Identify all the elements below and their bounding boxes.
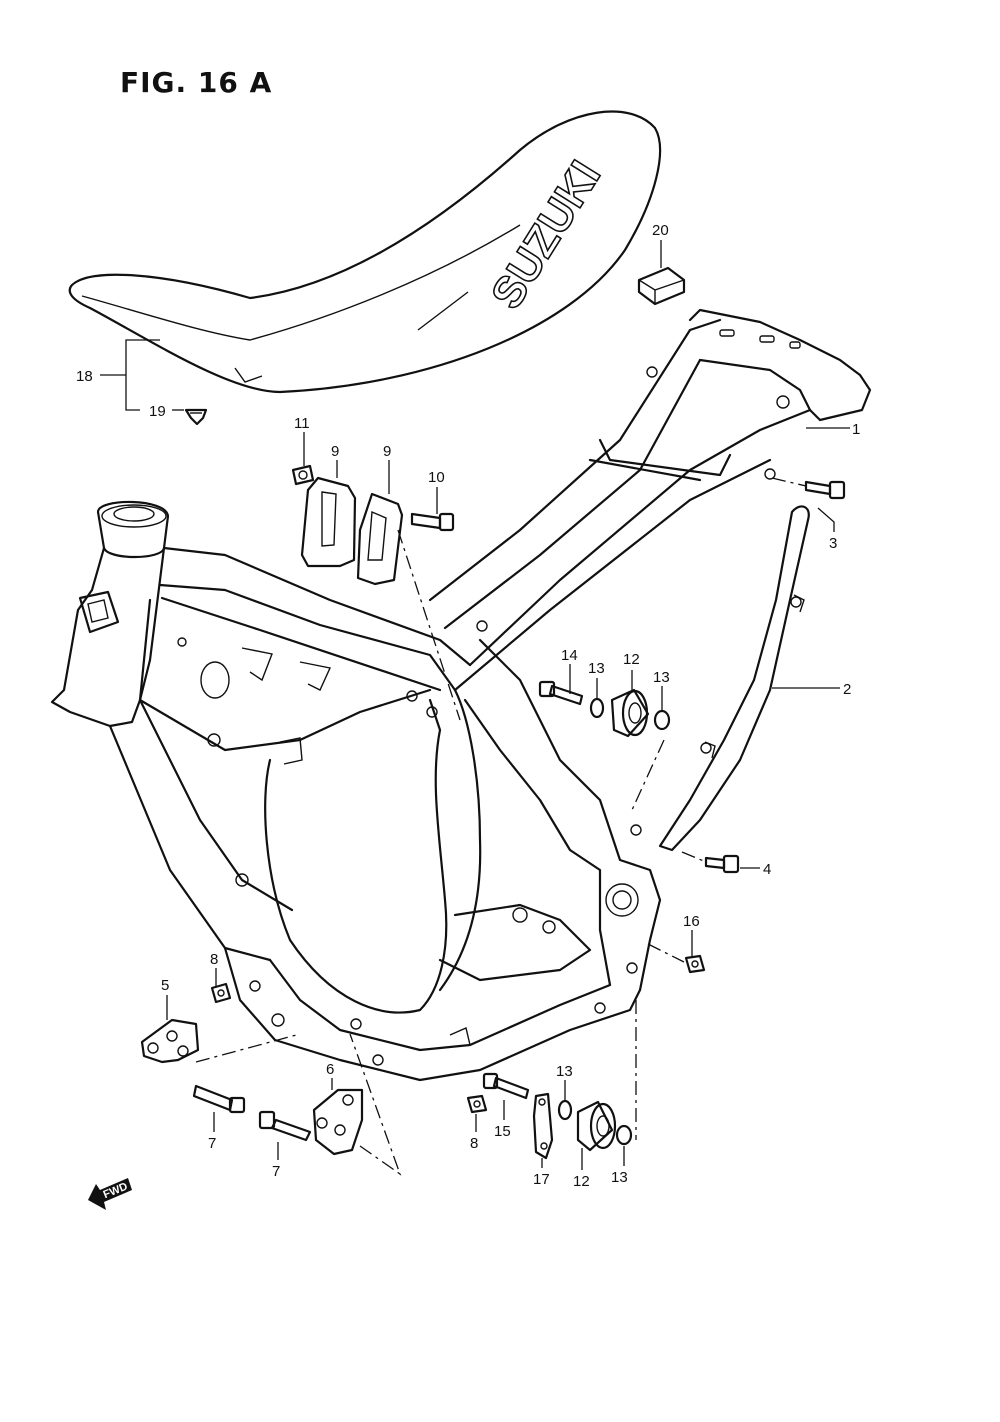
bushing-12-lower bbox=[576, 1100, 617, 1152]
bushing-12-upper bbox=[610, 688, 650, 738]
fwd-label: FWD bbox=[102, 1181, 130, 1202]
callout-10: 10 bbox=[428, 469, 445, 486]
seat-brand-text: SUZUKI bbox=[482, 152, 610, 317]
callout-9-right: 9 bbox=[383, 443, 391, 460]
callout-11: 11 bbox=[294, 415, 310, 432]
callout-12-lower: 12 bbox=[573, 1173, 590, 1190]
callout-13-upper-left: 13 bbox=[588, 660, 605, 677]
callout-6: 6 bbox=[326, 1061, 334, 1078]
bolt-10 bbox=[410, 512, 455, 532]
callout-7-lower: 7 bbox=[272, 1163, 280, 1180]
callout-15: 15 bbox=[494, 1123, 511, 1140]
nut-11 bbox=[291, 464, 315, 486]
cushion-pad bbox=[637, 266, 686, 306]
nut-8-lower bbox=[466, 1094, 488, 1114]
callout-20: 20 bbox=[652, 222, 669, 239]
bracket-9-left bbox=[300, 476, 357, 568]
callout-8-lower: 8 bbox=[470, 1135, 478, 1152]
callout-13-upper-right: 13 bbox=[653, 669, 670, 686]
seat: SUZUKI bbox=[68, 110, 662, 394]
figure-title: FIG. 16 A bbox=[120, 66, 273, 99]
engine-mount-plate-5 bbox=[140, 1018, 200, 1064]
callout-8-upper: 8 bbox=[210, 951, 218, 968]
callout-12-upper: 12 bbox=[623, 651, 640, 668]
callout-19: 19 bbox=[149, 403, 166, 420]
callout-9-left: 9 bbox=[331, 443, 339, 460]
callout-7-upper: 7 bbox=[208, 1135, 216, 1152]
washer-13-lower-right bbox=[615, 1124, 633, 1146]
callout-labels: 1 2 3 4 5 6 7 7 8 8 9 9 10 11 12 12 13 1… bbox=[76, 222, 860, 1190]
callout-3: 3 bbox=[829, 535, 837, 552]
assembly-lines bbox=[195, 477, 807, 1176]
bracket-17 bbox=[532, 1092, 554, 1160]
callout-leaders bbox=[100, 240, 850, 1170]
callout-2: 2 bbox=[843, 681, 851, 698]
bolt-14 bbox=[538, 680, 584, 706]
main-frame bbox=[50, 308, 872, 1082]
callout-18: 18 bbox=[76, 368, 93, 385]
bolt-15 bbox=[482, 1072, 530, 1100]
bolt-7-lower bbox=[258, 1110, 312, 1142]
washer-13-upper-right bbox=[653, 709, 671, 731]
callout-17: 17 bbox=[533, 1171, 550, 1188]
callout-16: 16 bbox=[683, 913, 700, 930]
washer-13-upper-left bbox=[589, 697, 605, 719]
bracket-9-right bbox=[356, 492, 404, 586]
washer-13-lower-left bbox=[557, 1099, 573, 1121]
seat-fastener bbox=[184, 408, 208, 426]
callout-13-lower-left: 13 bbox=[556, 1063, 573, 1080]
callout-13-lower-right: 13 bbox=[611, 1169, 628, 1186]
bolt-7-upper bbox=[192, 1084, 246, 1114]
callout-5: 5 bbox=[161, 977, 169, 994]
callout-1: 1 bbox=[852, 421, 860, 438]
bolt-3 bbox=[804, 480, 846, 500]
bolt-4 bbox=[704, 854, 740, 874]
nut-8-upper bbox=[210, 982, 232, 1004]
callout-14: 14 bbox=[561, 647, 578, 664]
callout-4: 4 bbox=[763, 861, 771, 878]
rear-subframe bbox=[658, 505, 810, 852]
engine-mount-plate-6 bbox=[312, 1088, 364, 1156]
nut-16 bbox=[684, 954, 706, 974]
forward-direction-arrow-icon: FWD bbox=[88, 1178, 132, 1210]
